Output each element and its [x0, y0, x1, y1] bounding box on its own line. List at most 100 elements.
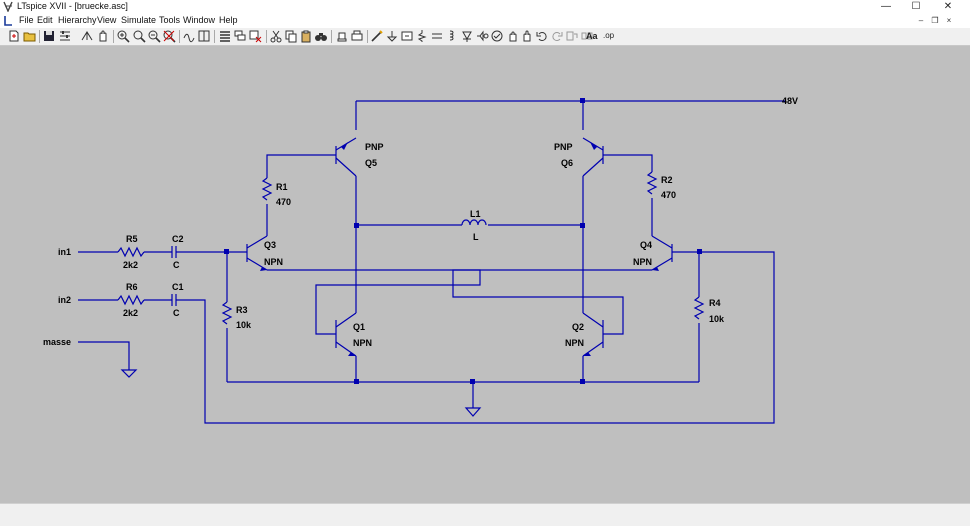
autoscale-icon[interactable] [182, 29, 196, 43]
emitter-arrows [260, 142, 659, 356]
label-net-icon[interactable] [400, 29, 414, 43]
menu-hierarchy[interactable]: Hierarchy [58, 15, 97, 25]
value-c1: C [173, 308, 180, 318]
inductor-icon[interactable] [460, 29, 474, 43]
net-label-in1[interactable]: in1 [58, 247, 71, 257]
control-panel-icon[interactable] [58, 29, 72, 43]
menu-help[interactable]: Help [219, 15, 238, 25]
cut-icon[interactable] [269, 29, 283, 43]
document-icon [4, 16, 12, 26]
pan-icon[interactable] [132, 29, 146, 43]
spice-op-icon[interactable]: .op [603, 31, 615, 40]
ref-q4: Q4 [640, 240, 652, 250]
ground-symbol[interactable] [464, 407, 482, 417]
value-q3: NPN [264, 257, 283, 267]
document-restore-button[interactable]: ❐ [931, 16, 939, 25]
menu-window[interactable]: Window [183, 15, 216, 25]
menu-edit[interactable]: Edit [37, 15, 53, 25]
value-q6: PNP [554, 142, 573, 152]
net-label-masse[interactable]: masse [43, 337, 71, 347]
maximize-button[interactable]: ☐ [911, 1, 921, 12]
cascade-icon[interactable] [233, 29, 247, 43]
tile-vertical-icon[interactable] [197, 29, 211, 43]
ref-q6: Q6 [561, 158, 573, 168]
schematic-canvas[interactable]: 48V in1 in2 masse R5 2k2 C2 C R6 2k2 C1 … [0, 46, 970, 503]
open-icon[interactable] [23, 29, 37, 43]
wires [78, 100, 785, 424]
ground-icon[interactable] [385, 29, 399, 43]
place-component-icon[interactable] [415, 29, 429, 43]
status-bar [0, 503, 970, 526]
close-button[interactable]: ✕ [943, 1, 953, 12]
value-q1: NPN [353, 338, 372, 348]
value-r5: 2k2 [123, 260, 138, 270]
drag-icon[interactable] [520, 29, 534, 43]
capacitor-icon[interactable] [445, 29, 459, 43]
toolbar: Aa .op [0, 28, 970, 46]
value-r3: 10k [236, 320, 252, 330]
paste-icon[interactable] [299, 29, 313, 43]
ref-q3: Q3 [264, 240, 276, 250]
ref-c2: C2 [172, 234, 184, 244]
mirror-icon[interactable] [580, 29, 594, 43]
spice-directive-icon[interactable] [490, 29, 504, 43]
menu-file[interactable]: File [19, 15, 34, 25]
ref-r6: R6 [126, 282, 138, 292]
ref-r4: R4 [709, 298, 721, 308]
value-r4: 10k [709, 314, 725, 324]
ltspice-app-icon [3, 1, 13, 12]
minimize-button[interactable]: — [881, 1, 891, 12]
menu-simulate[interactable]: Simulate [121, 15, 157, 25]
window-title: LTspice XVII - [bruecke.asc] [17, 1, 128, 11]
diode-icon[interactable] [475, 29, 489, 43]
inductor-l1[interactable] [461, 219, 487, 226]
rotate-icon[interactable] [565, 29, 579, 43]
close-window-icon[interactable] [248, 29, 262, 43]
halt-icon[interactable] [96, 29, 110, 43]
run-icon[interactable] [80, 29, 94, 43]
new-schematic-icon[interactable] [7, 29, 21, 43]
ref-c1: C1 [172, 282, 184, 292]
ref-r1: R1 [276, 182, 288, 192]
undo-icon[interactable] [535, 29, 549, 43]
net-label-in2[interactable]: in2 [58, 295, 71, 305]
value-r1: 470 [276, 197, 291, 207]
menu-tools[interactable]: Tools [159, 15, 181, 25]
value-l1: L [473, 232, 479, 242]
junction-dots [224, 98, 702, 384]
net-label-supply[interactable]: 48V [782, 96, 798, 106]
zoom-in-icon[interactable] [116, 29, 130, 43]
zoom-fit-icon[interactable] [162, 29, 176, 43]
ground-symbol-masse[interactable] [120, 369, 138, 378]
ref-q5: Q5 [365, 158, 377, 168]
copy-icon[interactable] [284, 29, 298, 43]
find-icon[interactable] [314, 29, 328, 43]
value-q4: NPN [633, 257, 652, 267]
ref-q1: Q1 [353, 322, 365, 332]
print-icon[interactable] [335, 29, 349, 43]
ref-r3: R3 [236, 305, 248, 315]
ref-l1: L1 [470, 209, 481, 219]
value-q5: PNP [365, 142, 384, 152]
ref-r5: R5 [126, 234, 138, 244]
ref-r2: R2 [661, 175, 673, 185]
zoom-out-icon[interactable] [147, 29, 161, 43]
title-bar: LTspice XVII - [bruecke.asc] — ☐ ✕ [0, 0, 970, 14]
document-close-button[interactable]: × [946, 16, 952, 25]
text-icon[interactable]: Aa [586, 31, 598, 41]
menu-bar: File Edit Hierarchy View Simulate Tools … [0, 14, 970, 28]
resistor-icon[interactable] [430, 29, 444, 43]
draw-wire-icon[interactable] [370, 29, 384, 43]
print-preview-icon[interactable] [350, 29, 364, 43]
move-icon[interactable] [505, 29, 519, 43]
save-icon[interactable] [42, 29, 56, 43]
schematic-drawing[interactable]: 48V in1 in2 masse R5 2k2 C2 C R6 2k2 C1 … [0, 46, 970, 503]
value-r2: 470 [661, 190, 676, 200]
value-c2: C [173, 260, 180, 270]
value-r6: 2k2 [123, 308, 138, 318]
document-minimize-button[interactable]: – [918, 16, 924, 25]
menu-view[interactable]: View [97, 15, 117, 25]
ref-q2: Q2 [572, 322, 584, 332]
redo-icon[interactable] [550, 29, 564, 43]
tile-horizontal-icon[interactable] [218, 29, 232, 43]
